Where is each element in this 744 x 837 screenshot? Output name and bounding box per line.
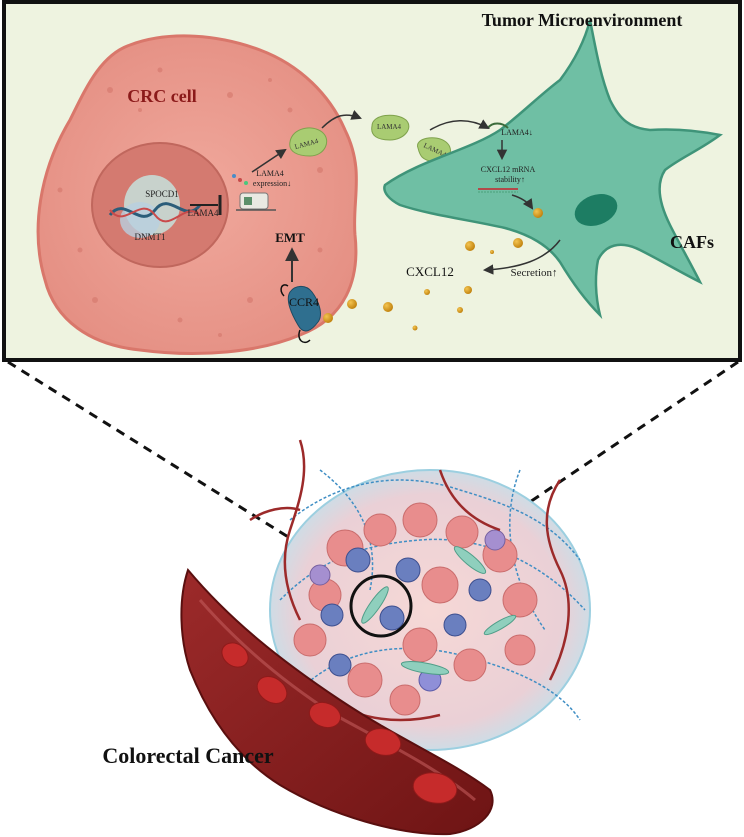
- tumor-tissue: [249, 439, 591, 751]
- lama4-caf-label: LAMA4↓: [501, 128, 533, 137]
- red-blood-cells: [221, 642, 458, 804]
- secretion-arrow: [482, 239, 561, 275]
- fibroblast-cells: [361, 546, 517, 675]
- lama4-expression-label: LAMA4: [256, 169, 284, 178]
- tumor-microenvironment-panel: SPOCD1 DNMT1 LAMA4 LAMA4 expression↓ LAM…: [2, 0, 742, 362]
- bottom-title: Colorectal Cancer: [102, 743, 273, 768]
- zoom-circle: [349, 574, 413, 638]
- panel-title: Tumor Microenvironment: [482, 10, 683, 30]
- caf-label: CAFs: [670, 232, 714, 252]
- cxcl12-ligands: [323, 238, 523, 331]
- secretion-label: Secretion↑: [510, 267, 557, 279]
- lama4-protein-2: LAMA4: [371, 114, 410, 141]
- arrow-out-cell: [321, 110, 362, 129]
- cxcl12-label: CXCL12: [406, 264, 454, 279]
- ccr4-label: CCR4: [289, 295, 319, 309]
- inhibition-arrow: [190, 195, 222, 215]
- cxcl12-mrna-line2: stability↑: [495, 175, 525, 184]
- mrna-icon: [478, 188, 518, 193]
- arrow-to-lama4: [251, 148, 287, 173]
- lama4-protein-3: LAMA4: [417, 137, 451, 163]
- tumor-cells: [293, 502, 538, 716]
- lama4-expression-sub: expression↓: [253, 179, 291, 188]
- lama4-gene-label: LAMA4: [188, 208, 219, 218]
- caf-nucleus: [574, 194, 618, 226]
- ccr4-receptor: [280, 284, 321, 344]
- dnmt1-label: DNMT1: [135, 232, 166, 242]
- spocd1-label: SPOCD1: [145, 189, 179, 199]
- crc-cell-label: CRC cell: [127, 86, 196, 106]
- blood-vessel: [180, 567, 494, 836]
- cxcl12-protein-inside: [533, 208, 543, 218]
- ribosome-icon: [232, 174, 276, 211]
- lama4-protein-2-label: LAMA4: [377, 123, 402, 131]
- spocd1-dnmt1-complex: [108, 175, 202, 238]
- immune-cells: [309, 529, 506, 692]
- lama4-protein-1: LAMA4: [289, 127, 328, 157]
- emt-label: EMT: [275, 230, 305, 245]
- cell-speckles: [57, 67, 323, 337]
- cxcl12-mrna-line1: CXCL12 mRNA: [481, 165, 536, 174]
- arrow-into-caf: [429, 119, 490, 131]
- caf-cell-body: [383, 19, 723, 320]
- arrow-to-cxcl12-protein: [511, 194, 534, 210]
